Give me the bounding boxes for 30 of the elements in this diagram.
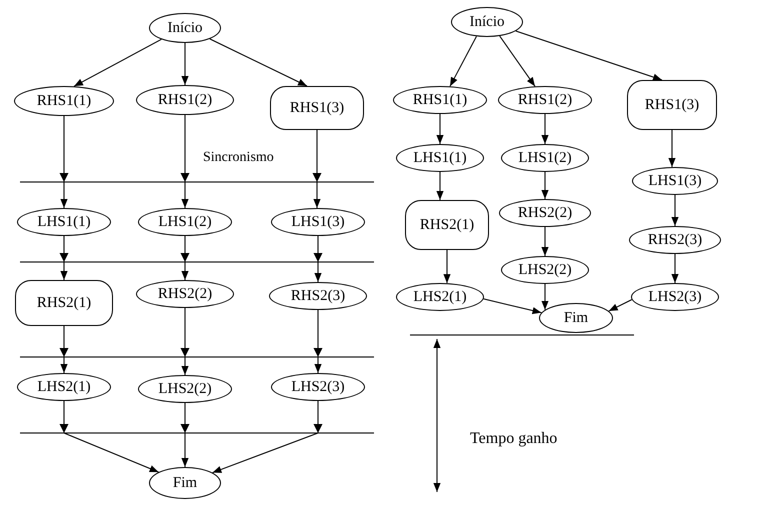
ellipse-node: RHS2(3)	[629, 226, 721, 254]
ellipse-node: Início	[149, 13, 221, 43]
ellipse-node: Início	[451, 7, 523, 37]
ellipse-node: LHS2(1)	[17, 373, 111, 401]
ellipse-node: RHS1(2)	[136, 85, 234, 115]
ellipse-node: RHS1(1)	[14, 86, 114, 116]
ellipse-node: LHS1(2)	[138, 208, 232, 236]
ellipse-node: LHS1(1)	[17, 208, 111, 236]
ellipse-node: LHS1(3)	[271, 208, 365, 236]
ellipse-node: LHS2(2)	[501, 256, 589, 284]
ellipse-node: RHS2(2)	[136, 280, 234, 308]
ellipse-node: RHS2(2)	[499, 199, 591, 227]
ellipse-node: LHS1(2)	[501, 144, 589, 172]
ellipse-node: LHS2(2)	[138, 375, 232, 403]
ellipse-node: LHS2(1)	[396, 283, 484, 311]
ellipse-node: LHS1(1)	[396, 144, 484, 172]
annotation-text: Sincronismo	[203, 150, 274, 166]
ellipse-node: Fim	[149, 467, 221, 499]
ellipse-node: RHS1(2)	[498, 86, 592, 114]
ellipse-node: LHS2(3)	[631, 283, 719, 311]
annotation-text: Tempo ganho	[470, 430, 558, 448]
ellipse-node: LHS1(3)	[632, 167, 718, 195]
ellipse-node: LHS2(3)	[271, 373, 365, 401]
rounded-box: RHS2(1)	[405, 200, 489, 250]
ellipse-node: RHS2(3)	[269, 282, 367, 310]
ellipse-node: RHS1(1)	[393, 86, 487, 114]
rounded-box: RHS1(3)	[627, 80, 717, 130]
rounded-box: RHS1(3)	[270, 86, 364, 130]
ellipse-node: Fim	[539, 303, 613, 333]
rounded-box: RHS2(1)	[15, 280, 113, 326]
